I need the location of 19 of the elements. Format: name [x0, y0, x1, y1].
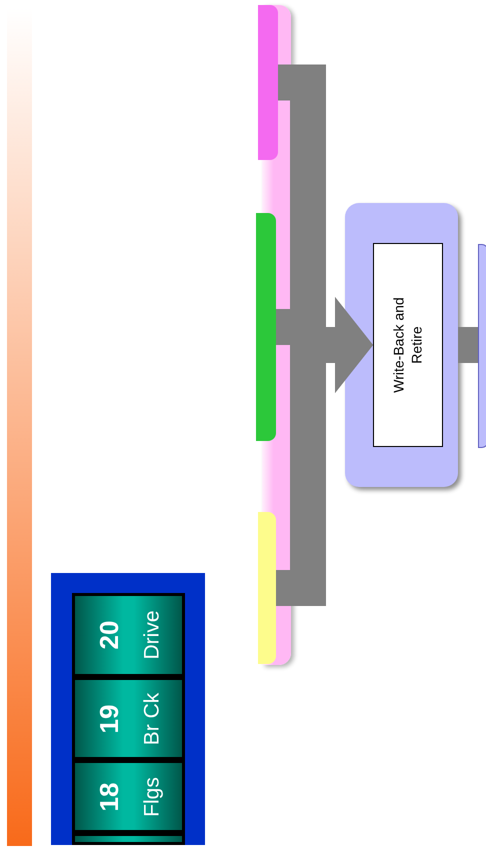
stage-panel	[345, 203, 458, 487]
stage-label: Br Ck	[142, 692, 163, 745]
stage-label: Drive	[142, 610, 163, 660]
pipeline-stage-cell	[72, 833, 185, 845]
stage-bar	[478, 244, 486, 448]
pipeline-stage-cell	[72, 760, 185, 833]
stage-label: Flgs	[142, 776, 163, 816]
stage-number: 19	[96, 704, 122, 733]
stage-block	[258, 5, 278, 160]
pipeline-stage-cell	[72, 593, 185, 677]
box-label: Write-Back and Retire	[390, 296, 425, 395]
stage-block	[256, 213, 276, 441]
stage-block	[258, 512, 276, 664]
stage-number: 20	[96, 620, 122, 650]
pipeline-stage-cell	[72, 677, 185, 760]
pipeline-panel	[51, 573, 205, 845]
connector-arrow	[276, 297, 373, 606]
stage-number: 18	[96, 782, 122, 811]
process-box	[373, 243, 443, 447]
